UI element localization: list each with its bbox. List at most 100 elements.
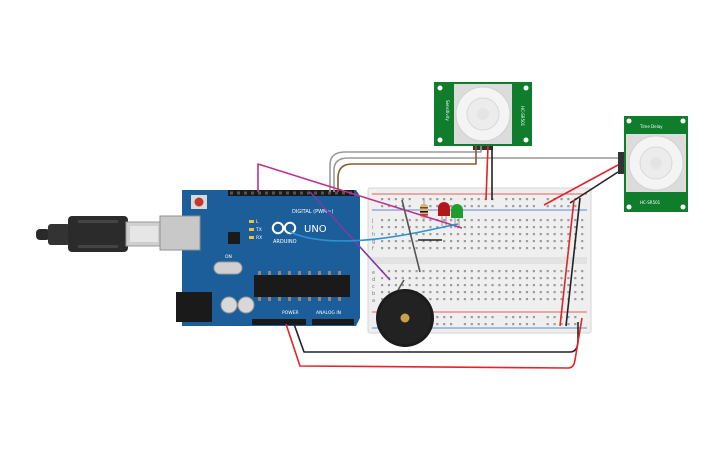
digital-header[interactable] xyxy=(228,190,354,196)
breadboard-hole[interactable] xyxy=(505,291,508,294)
reset-button[interactable] xyxy=(194,197,204,207)
breadboard-hole[interactable] xyxy=(429,298,432,301)
breadboard-hole[interactable] xyxy=(408,219,411,222)
breadboard-hole[interactable] xyxy=(429,219,432,222)
breadboard-hole[interactable] xyxy=(477,247,480,250)
breadboard-hole[interactable] xyxy=(553,291,556,294)
header-pin[interactable] xyxy=(237,191,240,195)
breadboard-hole[interactable] xyxy=(429,284,432,287)
breadboard-hole[interactable] xyxy=(456,240,460,243)
breadboard-hole[interactable] xyxy=(512,323,515,326)
breadboard-hole[interactable] xyxy=(560,284,563,287)
breadboard-hole[interactable] xyxy=(429,247,432,250)
breadboard-hole[interactable] xyxy=(436,291,439,294)
breadboard-hole[interactable] xyxy=(498,284,501,287)
resistor[interactable] xyxy=(420,200,428,222)
breadboard-hole[interactable] xyxy=(443,233,446,236)
breadboard-hole[interactable] xyxy=(387,284,391,287)
breadboard-hole[interactable] xyxy=(443,240,446,243)
header-pin[interactable] xyxy=(230,191,233,195)
breadboard-hole[interactable] xyxy=(470,298,473,301)
breadboard-hole[interactable] xyxy=(436,240,439,243)
breadboard-hole[interactable] xyxy=(422,277,425,280)
breadboard-hole[interactable] xyxy=(422,291,425,294)
header-pin[interactable] xyxy=(307,191,310,195)
breadboard-hole[interactable] xyxy=(525,291,529,294)
breadboard-hole[interactable] xyxy=(553,226,556,229)
breadboard-hole[interactable] xyxy=(415,219,418,222)
breadboard-hole[interactable] xyxy=(450,240,453,243)
breadboard-hole[interactable] xyxy=(381,284,384,287)
breadboard-hole[interactable] xyxy=(567,316,570,319)
breadboard-hole[interactable] xyxy=(477,316,480,319)
breadboard-hole[interactable] xyxy=(581,298,584,301)
breadboard-hole[interactable] xyxy=(539,240,542,243)
breadboard-hole[interactable] xyxy=(436,247,439,250)
breadboard-hole[interactable] xyxy=(553,247,556,250)
breadboard-hole[interactable] xyxy=(436,323,439,326)
breadboard-hole[interactable] xyxy=(470,270,473,273)
wire-black-rail[interactable] xyxy=(565,197,581,327)
breadboard-hole[interactable] xyxy=(422,284,425,287)
breadboard-hole[interactable] xyxy=(512,298,515,301)
breadboard-hole[interactable] xyxy=(505,284,508,287)
breadboard-hole[interactable] xyxy=(498,226,501,229)
breadboard-hole[interactable] xyxy=(470,240,473,243)
breadboard-hole[interactable] xyxy=(512,219,515,222)
breadboard-hole[interactable] xyxy=(546,198,549,201)
breadboard-hole[interactable] xyxy=(470,247,473,250)
breadboard-hole[interactable] xyxy=(574,277,577,280)
header-pin[interactable] xyxy=(342,191,345,195)
breadboard-hole[interactable] xyxy=(450,284,453,287)
breadboard-hole[interactable] xyxy=(484,277,487,280)
breadboard-hole[interactable] xyxy=(581,284,584,287)
breadboard-hole[interactable] xyxy=(408,240,411,243)
wire-gray-pir2[interactable] xyxy=(333,157,618,192)
breadboard-hole[interactable] xyxy=(408,226,411,229)
breadboard-hole[interactable] xyxy=(436,226,439,229)
breadboard-hole[interactable] xyxy=(532,323,535,326)
breadboard-hole[interactable] xyxy=(436,198,439,201)
breadboard-hole[interactable] xyxy=(450,205,453,208)
breadboard-hole[interactable] xyxy=(512,277,515,280)
breadboard-hole[interactable] xyxy=(560,233,563,236)
breadboard-hole[interactable] xyxy=(491,205,494,208)
breadboard-hole[interactable] xyxy=(477,226,480,229)
breadboard-hole[interactable] xyxy=(456,291,460,294)
breadboard-hole[interactable] xyxy=(498,233,501,236)
pir-sensor-2[interactable]: Time Delay HC-SR501 xyxy=(618,116,688,212)
breadboard-hole[interactable] xyxy=(408,270,411,273)
breadboard-hole[interactable] xyxy=(539,277,542,280)
breadboard-hole[interactable] xyxy=(539,291,542,294)
header-pin[interactable] xyxy=(251,191,254,195)
breadboard-hole[interactable] xyxy=(477,270,480,273)
breadboard-hole[interactable] xyxy=(491,298,494,301)
breadboard-hole[interactable] xyxy=(450,226,453,229)
breadboard-hole[interactable] xyxy=(574,291,577,294)
breadboard-hole[interactable] xyxy=(532,316,535,319)
breadboard-hole[interactable] xyxy=(532,240,535,243)
breadboard-hole[interactable] xyxy=(477,219,480,222)
breadboard-hole[interactable] xyxy=(574,284,577,287)
breadboard-hole[interactable] xyxy=(436,233,439,236)
breadboard-hole[interactable] xyxy=(505,198,508,201)
header-pin[interactable] xyxy=(293,191,296,195)
breadboard-hole[interactable] xyxy=(429,205,432,208)
power-header[interactable] xyxy=(252,319,306,325)
breadboard-hole[interactable] xyxy=(546,240,549,243)
breadboard-hole[interactable] xyxy=(443,298,446,301)
header-pin[interactable] xyxy=(258,191,261,195)
breadboard-hole[interactable] xyxy=(484,247,487,250)
breadboard-hole[interactable] xyxy=(505,277,508,280)
breadboard-hole[interactable] xyxy=(553,240,556,243)
breadboard-hole[interactable] xyxy=(491,291,494,294)
breadboard-hole[interactable] xyxy=(456,298,460,301)
breadboard-hole[interactable] xyxy=(525,277,529,280)
breadboard-hole[interactable] xyxy=(422,247,425,250)
breadboard-hole[interactable] xyxy=(470,291,473,294)
header-pin[interactable] xyxy=(286,191,289,195)
breadboard-hole[interactable] xyxy=(525,270,529,273)
breadboard-hole[interactable] xyxy=(450,233,453,236)
breadboard-hole[interactable] xyxy=(394,219,397,222)
breadboard-hole[interactable] xyxy=(456,233,460,236)
